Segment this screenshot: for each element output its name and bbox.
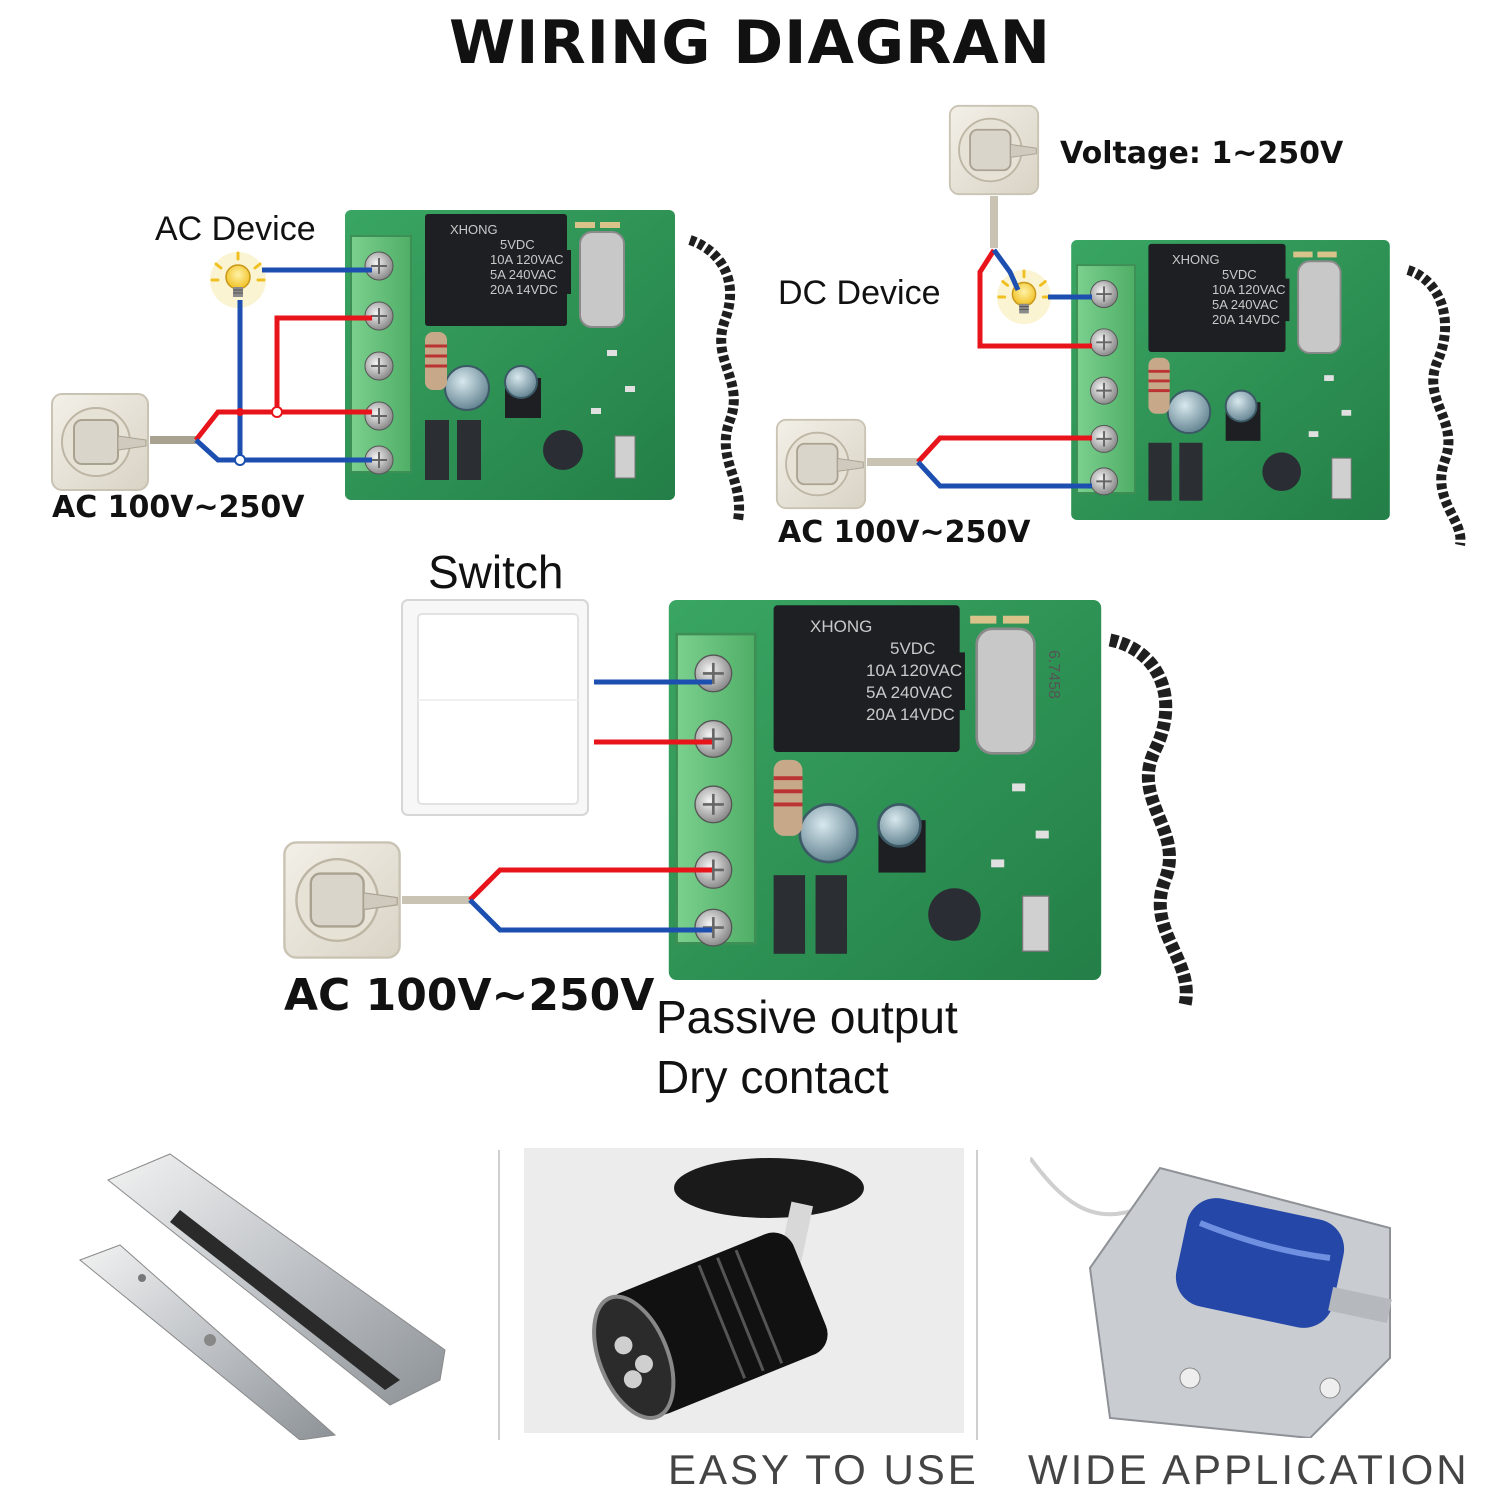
relay-rating2-3: 5A 240VAC (866, 683, 953, 702)
magnetic-lock-photo (60, 1150, 460, 1440)
relay-coil-3: 5VDC (890, 639, 936, 658)
page-title: WIRING DIAGRAN (448, 8, 1052, 78)
relay-rating3-1: 20A 14VDC (490, 282, 558, 297)
ac-power-label-3: AC 100V~250V (284, 970, 655, 1021)
relay-brand-1: XHONG (450, 222, 498, 237)
relay-brand-3: XHONG (810, 617, 873, 636)
relay-rating1-1: 10A 120VAC (490, 252, 564, 267)
spotlight-photo (524, 1148, 964, 1433)
relay-rating1-3: 10A 120VAC (866, 661, 963, 680)
dc-device-label: DC Device (778, 274, 941, 312)
relay-brand-2: XHONG (1172, 252, 1220, 267)
relay-text-3: XHONG 5VDC 10A 120VAC 5A 240VAC 20A 14VD… (810, 616, 962, 726)
relay-rating3-2: 20A 14VDC (1212, 312, 1280, 327)
relay-text-2: XHONG 5VDC 10A 120VAC 5A 240VAC 20A 14VD… (1172, 252, 1285, 327)
switch-label: Switch (428, 546, 564, 598)
relay-coil-1: 5VDC (500, 237, 535, 252)
relay-rating1-2: 10A 120VAC (1212, 282, 1286, 297)
ac-device-label: AC Device (155, 210, 316, 248)
ac-power-label-2: AC 100V~250V (778, 515, 1031, 550)
antenna-1 (688, 235, 745, 521)
ac-power-label-1: AC 100V~250V (52, 490, 305, 525)
relay-text-1: XHONG 5VDC 10A 120VAC 5A 240VAC 20A 14VD… (450, 222, 563, 297)
separator-2 (976, 1150, 978, 1440)
dry-contact-label: Dry contact (656, 1051, 889, 1103)
voltage-label: Voltage: 1~250V (1060, 136, 1344, 171)
footer-easy-to-use: EASY TO USE (668, 1446, 979, 1493)
relay-rating3-3: 20A 14VDC (866, 705, 955, 724)
antenna-3 (1108, 633, 1193, 1007)
wall-socket-3 (283, 841, 401, 959)
crystal-label: 6.7458 (1045, 650, 1062, 699)
relay-rating2-2: 5A 240VAC (1212, 297, 1279, 312)
wall-switch (401, 599, 589, 816)
passive-output-label: Passive output (656, 991, 958, 1043)
relay-rating2-1: 5A 240VAC (490, 267, 557, 282)
antenna-2 (1406, 265, 1466, 546)
footer-wide-application: WIDE APPLICATION (1028, 1446, 1470, 1493)
solenoid-lock-photo (1030, 1148, 1450, 1438)
separator-1 (498, 1150, 500, 1440)
relay-coil-2: 5VDC (1222, 267, 1257, 282)
